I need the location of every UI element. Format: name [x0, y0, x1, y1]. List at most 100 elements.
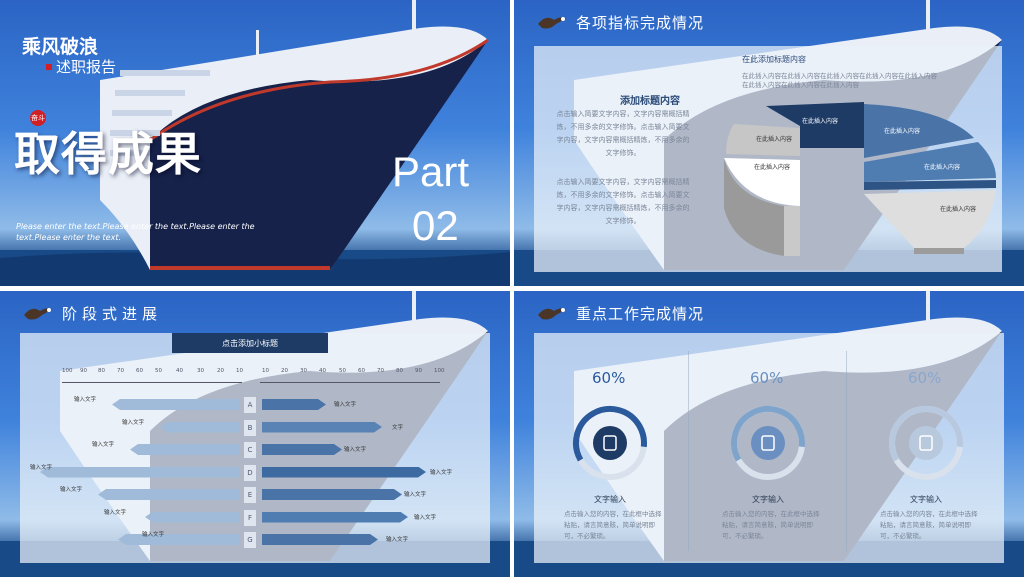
left-bar-label: 输入文字 [92, 442, 115, 448]
pie-label-1: 在此插入内容 [802, 118, 839, 125]
pie-label-2: 在此插入内容 [756, 136, 793, 143]
seal-stamp: 奋斗 [30, 110, 46, 126]
axis-tick-label: 40 [176, 368, 183, 374]
pie-label-5: 在此插入内容 [924, 164, 961, 171]
row-letter: A [244, 397, 256, 413]
right-bar-label: 输入文字 [414, 514, 437, 521]
axis-tick-label: 70 [377, 368, 384, 374]
part-number: 02 [412, 202, 459, 249]
pie-chart [724, 102, 996, 256]
slide-title: 各项指标完成情况 [576, 14, 705, 32]
right-bar [262, 399, 326, 410]
axis-tick-label: 40 [319, 368, 326, 374]
card-subtitle: 文字输入 [752, 495, 784, 504]
left-heading: 添加标题内容 [620, 96, 680, 107]
axis-line-right [260, 382, 440, 383]
percent-label: 60% [908, 369, 942, 387]
axis-tick-label: 100 [434, 368, 445, 374]
ring-progress [731, 406, 805, 481]
cover-logo-line1: 乘风破浪 [22, 36, 99, 58]
axis-tick-label: 30 [197, 368, 204, 374]
axis-tick-label: 90 [415, 368, 422, 374]
cover-subtitle: Please enter the text.Please enter the t… [16, 222, 255, 242]
right-bar-label: 输入文字 [334, 402, 357, 408]
column-divider [846, 351, 847, 551]
right-bar [262, 422, 382, 433]
axis-tick-label: 30 [300, 368, 307, 374]
left-bar-label: 输入文字 [142, 532, 165, 538]
axis-tick-label: 80 [396, 368, 403, 374]
axis-tick-label: 60 [358, 368, 365, 374]
card-subtitle: 文字输入 [910, 495, 942, 504]
pie-side-light [784, 206, 800, 256]
left-bar-label: 输入文字 [60, 487, 83, 493]
card-text: 点击输入您的内容，在此框中选择粘贴，请言简意赅，简单说明即可，不必繁琐。 [564, 510, 662, 540]
row-letter: D [244, 464, 256, 481]
left-bar-label: 输入文字 [122, 419, 145, 426]
left-bar [98, 489, 240, 500]
right-bar-label: 输入文字 [404, 492, 427, 498]
row-letter: E [244, 487, 256, 503]
row-letter: F [244, 509, 256, 526]
right-bar [262, 444, 342, 455]
left-bar [112, 399, 240, 410]
icon-glyph [603, 435, 617, 451]
slide-title: 重点工作完成情况 [576, 305, 705, 323]
row-letter: C [244, 442, 256, 458]
pie-slice-grey [726, 124, 800, 156]
right-bar-label: 文字 [392, 424, 404, 431]
eagle-icon [538, 17, 566, 29]
slide-indicators[interactable]: 各项指标完成情况 添加标题内容 点击输入简要文字内容，文字内容需概括精炼，不用多… [514, 0, 1024, 286]
eagle-icon [24, 308, 52, 320]
ring-progress [889, 406, 963, 481]
axis-tick-label: 20 [217, 368, 224, 374]
right-bar [262, 489, 402, 500]
thumbs-up-icon [909, 426, 943, 460]
progress-ring [889, 406, 963, 481]
cruise-ship-image [0, 0, 510, 286]
right-text: 在此插入内容在此插入内容在此插入内容在此插入内容在此插入内容在此插入内容在此插入… [742, 72, 937, 89]
left-bar [160, 421, 240, 433]
axis-tick-label: 90 [80, 368, 87, 374]
card-text: 点击输入您的内容，在此框中选择粘贴，请言简意赅，简单说明即可，不必繁琐。 [722, 510, 820, 540]
icon-glyph [761, 435, 775, 451]
cover-logo-line2: 述职报告 [56, 58, 117, 76]
pie-slice-white [724, 158, 800, 206]
sub-title-bar: 点击添加小标题 [172, 333, 328, 353]
axis-tick-label: 100 [62, 368, 73, 374]
pie-slice-blue [864, 142, 996, 182]
axis-tick-label: 10 [262, 368, 269, 374]
pie-slice-navy [766, 102, 864, 148]
pie-label-6: 在此插入内容 [940, 206, 977, 213]
progress-ring [573, 406, 647, 481]
settings-sliders-icon [751, 426, 785, 460]
axis-tick-label: 70 [117, 368, 124, 374]
seal-text: 奋斗 [31, 114, 45, 122]
part-label: Part [392, 148, 470, 195]
left-bar [130, 444, 240, 455]
eagle-icon [538, 308, 566, 320]
pie-slice-lightgrey [864, 190, 996, 248]
ring-progress [573, 406, 647, 481]
paragraph-2: 点击输入简要文字内容，文字内容需概括精炼，不用多余的文字修饰。点击输入简要文字内… [556, 178, 690, 225]
right-bar [262, 534, 378, 545]
column-divider [688, 351, 689, 551]
progress-ring [731, 406, 805, 481]
axis-tick-label: 60 [136, 368, 143, 374]
axis-tick-label: 80 [98, 368, 105, 374]
slide-cover[interactable]: 乘风破浪 述职报告 奋斗 取得成果 Part 02 Please enter t… [0, 0, 510, 286]
left-bar [145, 511, 240, 523]
slide-key-work[interactable]: 重点工作完成情况 60% 文字输入点击输入您的内容，在此框中选择粘贴，请言简意赅，… [514, 291, 1024, 577]
percent-label: 60% [592, 369, 626, 387]
row-letter: B [244, 419, 256, 436]
left-bar-label: 输入文字 [104, 509, 127, 516]
axis-line-left [62, 382, 242, 383]
paragraph-1: 点击输入简要文字内容，文字内容需概括精炼，不用多余的文字修饰。点击输入简要文字内… [556, 110, 690, 157]
right-bar-label: 输入文字 [386, 537, 409, 543]
right-heading: 在此添加标题内容 [742, 55, 806, 64]
left-bar [118, 534, 240, 545]
pie-label-4: 在此插入内容 [884, 128, 921, 135]
left-bar-label: 输入文字 [74, 397, 97, 403]
slide-title: 阶段式进展 [62, 305, 163, 323]
